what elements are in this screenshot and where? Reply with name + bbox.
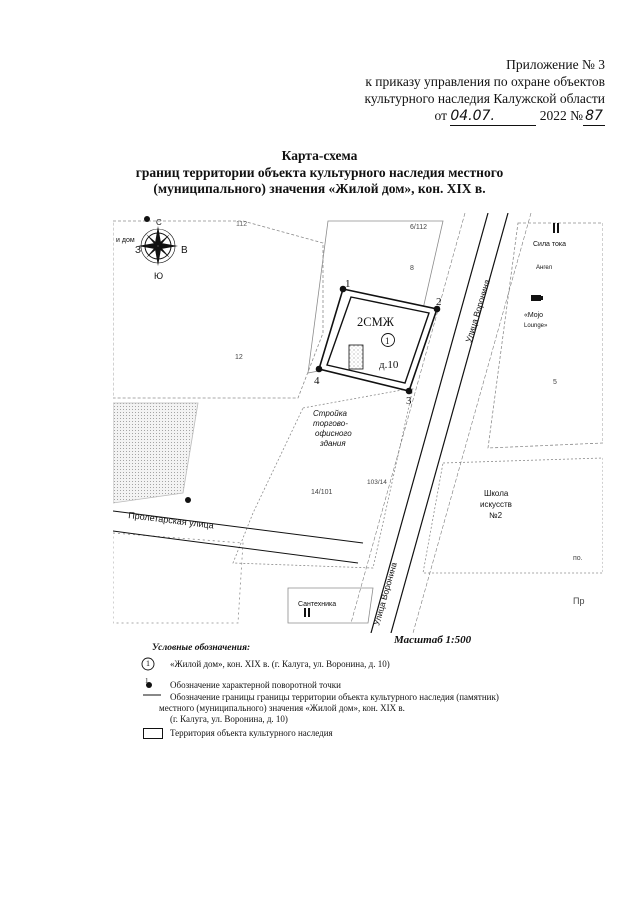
label-right-pr: Пр <box>573 596 584 606</box>
title-line-1: Карта-схема <box>281 148 358 163</box>
object-number-circle <box>381 333 395 347</box>
turning-point-markers <box>315 285 441 395</box>
proletarskaya-street <box>113 510 364 564</box>
compass-east: В <box>181 245 188 256</box>
heritage-territory <box>315 285 441 395</box>
site-map: З В С Ю и дом 112 6/112 8 12 5 14/101 10… <box>113 213 603 633</box>
label-mojo-1: «Mojo <box>524 312 543 319</box>
title-line-3: (муниципального) значения «Жилой дом», к… <box>153 181 486 196</box>
label-school-3: №2 <box>489 511 503 520</box>
label-5: 5 <box>553 379 557 386</box>
street-voronina-bottom: Улица Воронина <box>371 561 399 627</box>
label-construction-3: офисного <box>315 429 352 438</box>
turning-point-legend-icon <box>146 682 152 688</box>
poi-icons <box>144 216 559 617</box>
territory-legend-icon <box>143 728 163 739</box>
label-103-14: 103/14 <box>367 479 387 486</box>
label-construction-2: торгово- <box>313 419 348 428</box>
voronina-street <box>350 213 532 633</box>
turning-point-3: 3 <box>406 395 412 407</box>
legend-item4-text: Территория объекта культурного наследия <box>170 728 333 738</box>
title-line-2: границ территории объекта культурного на… <box>135 164 504 180</box>
turning-point-4-marker <box>315 365 323 373</box>
annex-outline <box>348 344 364 370</box>
appendix-number: Приложение № 3 <box>506 57 605 72</box>
compass-south: Ю <box>154 271 163 281</box>
object-number: 1 <box>385 336 390 346</box>
label-top-left-poi: и дом <box>116 237 135 244</box>
street-proletarskaya: Пролетарская улица <box>128 510 215 530</box>
monument-icon <box>185 497 191 503</box>
map-scale: Масштаб 1:500 <box>394 634 472 646</box>
year-number-label: 2022 № <box>539 108 583 123</box>
boundary-line-legend-icon <box>143 694 161 696</box>
order-reference: к приказу управления по охране объектов <box>365 74 605 89</box>
knife-icon <box>557 223 559 233</box>
legend-item1-symbol: 1 <box>146 659 150 668</box>
compass-rose-icon <box>138 226 178 266</box>
compass-north: С <box>156 218 162 227</box>
authority-name: культурного наследия Калужской области <box>364 91 605 106</box>
label-school-2: искусств <box>480 500 512 509</box>
turning-point-3-marker <box>405 387 413 395</box>
label-silatoka: Сила тока <box>533 241 566 248</box>
turning-point-2-marker <box>433 305 441 313</box>
label-12: 12 <box>235 354 243 361</box>
label-construction-1: Стройка <box>313 409 347 418</box>
top-left-poi-icon <box>144 216 150 222</box>
appendix-header: Приложение № 3 к приказу управления по о… <box>364 56 605 126</box>
fork-icon <box>553 223 555 233</box>
label-santehnika: Сантехника <box>298 601 336 608</box>
legend-title: Условные обозначения: <box>152 643 251 653</box>
turning-point-1: 1 <box>345 278 351 290</box>
order-number-handwritten: 87 <box>583 108 605 126</box>
compass-west: З <box>135 245 141 256</box>
building-outline <box>326 296 430 384</box>
house-number: д.10 <box>379 359 399 371</box>
santehnika-icon-2 <box>308 608 310 617</box>
legend-item1-text: «Жилой дом», кон. XIX в. (г. Калуга, ул.… <box>170 659 390 669</box>
legend-item3-line1: Обозначение границы границы территории о… <box>170 692 499 702</box>
label-construction-4: здания <box>319 439 346 448</box>
date-prefix: от <box>434 108 447 123</box>
object-code: 2СМЖ <box>357 315 395 329</box>
legend-item2-text: Обозначение характерной поворотной точки <box>170 680 341 690</box>
label-mojo-2: Lounge» <box>524 323 548 329</box>
map-blocks <box>113 220 603 624</box>
order-date-handwritten: 04.07. <box>450 108 537 126</box>
label-6-112: 6/112 <box>410 224 427 231</box>
label-8: 8 <box>410 265 414 272</box>
label-14-101: 14/101 <box>311 489 333 496</box>
legend-item2-symbol: 1 <box>145 677 149 685</box>
document-title: Карта-схема границ территории объекта ку… <box>0 148 639 198</box>
turning-point-2: 2 <box>436 296 442 308</box>
label-school-1: Школа <box>484 489 509 498</box>
label-right-po: по. <box>573 555 583 562</box>
label-112: 112 <box>236 221 247 228</box>
turning-point-4: 4 <box>314 375 320 387</box>
cafe-cup-icon <box>531 295 543 301</box>
label-angel: Ангел <box>536 265 553 271</box>
santehnika-icon <box>304 608 306 617</box>
legend-item3-line2: местного (муниципального) значения «Жило… <box>159 703 405 713</box>
turning-point-1-marker <box>339 285 347 293</box>
object-number-legend-icon <box>141 657 155 671</box>
legend-item3-line3: (г. Калуга, ул. Воронина, д. 10) <box>170 714 288 724</box>
